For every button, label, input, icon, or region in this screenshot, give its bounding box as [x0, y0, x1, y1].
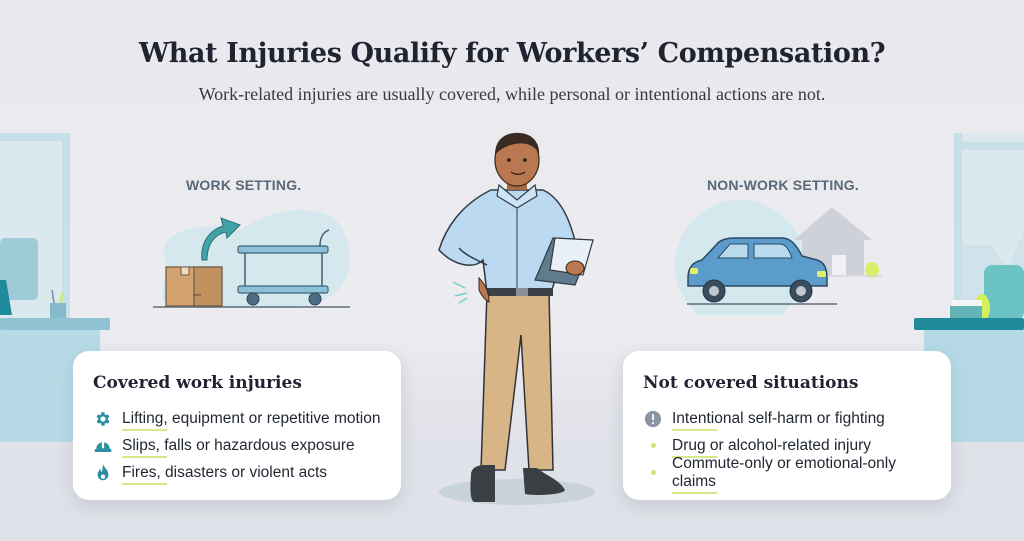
- covered-item: Slips, falls or hazardous exposure: [93, 432, 381, 459]
- covered-item: Lifting, equipment or repetitive motion: [93, 405, 381, 432]
- page-title: What Injuries Qualify for Workers’ Compe…: [138, 38, 886, 69]
- not-covered-card-title: Not covered situations: [643, 373, 859, 393]
- cart-icon: [237, 229, 330, 306]
- flame-icon: [93, 463, 113, 483]
- bullet-dot: [643, 463, 663, 483]
- worker-figure-illustration: [438, 132, 595, 505]
- covered-card-title: Covered work injuries: [93, 373, 302, 393]
- covered-item: Fires, disasters or violent acts: [93, 459, 381, 486]
- page-subtitle: Work-related injuries are usually covere…: [198, 84, 826, 104]
- non-work-setting-illustration: [675, 200, 882, 315]
- arrow-icon: [201, 217, 241, 261]
- not-covered-item-text: Commute-only or emotional-only claims: [672, 455, 931, 494]
- not-covered-item: Drug or alcohol-related injury: [643, 432, 931, 459]
- hard-hat-icon: [93, 436, 113, 456]
- non-work-setting-label: NON-WORK SETTING.: [707, 177, 859, 193]
- not-covered-situations-card: Not covered situations Intentional self-…: [623, 351, 951, 500]
- covered-item-text: Slips, falls or hazardous exposure: [122, 436, 355, 458]
- box-icon: [165, 266, 223, 307]
- covered-item-text: Lifting, equipment or repetitive motion: [122, 409, 381, 431]
- covered-injuries-card: Covered work injuries Lifting, equipment…: [73, 351, 401, 500]
- not-covered-item-text: Drug or alcohol-related injury: [672, 436, 872, 458]
- car-icon: [687, 237, 837, 305]
- work-setting-label: WORK SETTING.: [186, 177, 302, 193]
- covered-item-text: Fires, disasters or violent acts: [122, 463, 328, 485]
- exclamation-icon: [643, 409, 663, 429]
- not-covered-item: Commute-only or emotional-only claims: [643, 455, 931, 494]
- work-setting-illustration: [153, 210, 350, 308]
- gear-icon: [93, 409, 113, 429]
- not-covered-item: Intentional self-harm or fighting: [643, 405, 931, 432]
- not-covered-item-text: Intentional self-harm or fighting: [672, 409, 885, 431]
- bullet-dot: [643, 436, 663, 456]
